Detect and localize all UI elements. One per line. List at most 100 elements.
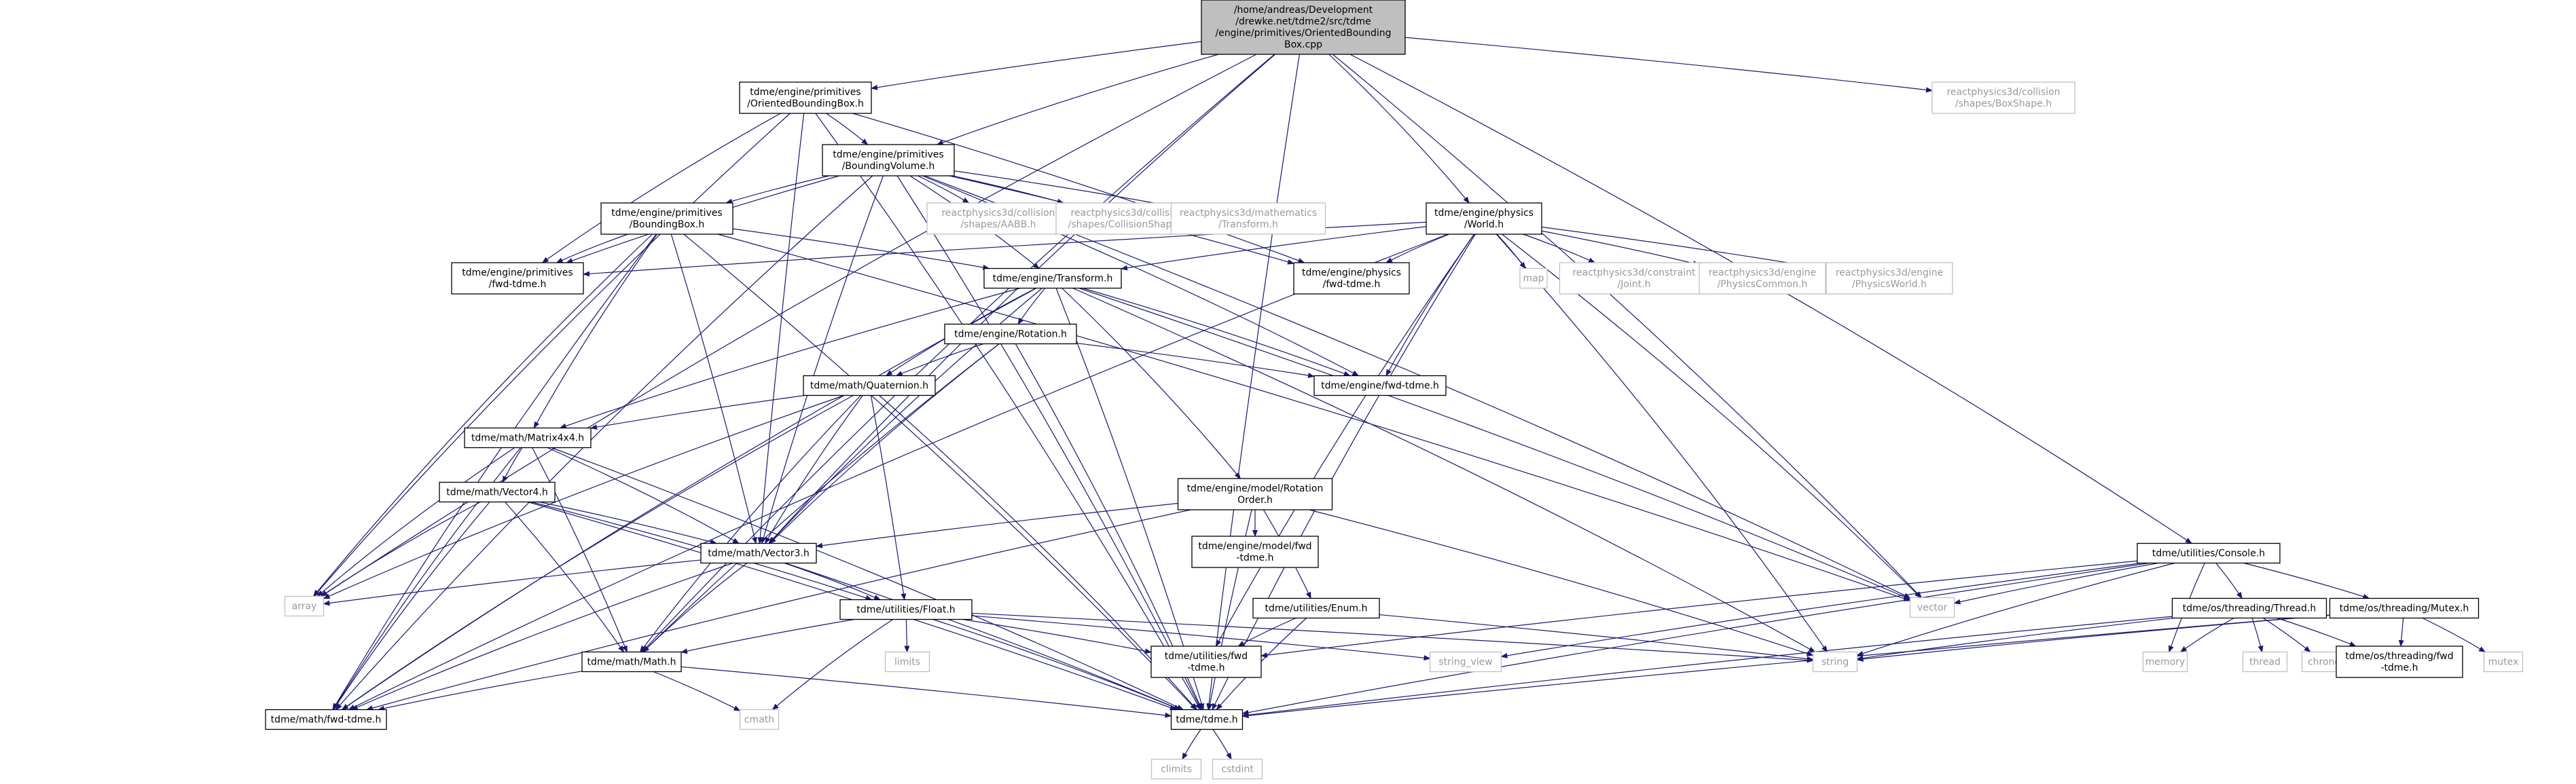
node-model_fwd[interactable]: tdme/engine/model/fwd-tdme.h [1191,536,1319,568]
edge-math_h-to-cmath [653,671,741,711]
node-box [1177,478,1333,510]
edge-obb_h-to-vec3_h [757,113,805,544]
edge-transform_h-to-rotorder_h [1062,288,1241,479]
edge-world_h-to-physcommon [1541,230,1700,266]
node-transform_h[interactable]: tdme/engine/Transform.h [983,267,1122,289]
edge-thread_h-to-string [1856,617,2174,661]
node-console_h[interactable]: tdme/utilities/Console.h [2137,542,2281,564]
edge-float_h-to-math_h [681,618,855,654]
edge-bv_h-to-aabb [918,175,970,204]
edge-rotation_h-to-quat_h [895,343,984,377]
node-label: /home/andreas/Development [1234,5,1373,16]
node-label: tdme/os/threading/Mutex.h [2340,603,2469,614]
node-limits: limits [884,651,930,673]
node-prim_fwd[interactable]: tdme/engine/primitives/fwd-tdme.h [451,262,584,295]
edge-mat4_h-to-vec4_h [502,447,523,483]
node-label: tdme/engine/primitives [833,149,943,160]
node-label: memory [2145,657,2185,668]
node-label: tdme/os/threading/fwd [2345,651,2453,662]
node-phys_fwd[interactable]: tdme/engine/physics/fwd-tdme.h [1293,262,1410,295]
edge-vec3_h-to-tdme_h [784,562,1181,711]
node-label: tdme/engine/Rotation.h [954,329,1067,340]
node-label: reactphysics3d/engine [1709,267,1816,278]
node-math_fwd[interactable]: tdme/math/fwd-tdme.h [265,709,387,730]
node-thread_h[interactable]: tdme/os/threading/Thread.h [2171,597,2327,619]
edge-vec4_h-to-math_h [505,502,625,653]
edge-mat4_h-to-array [316,447,515,597]
node-box [944,323,1077,345]
edge-rotorder_h-to-tdme_h [1207,509,1252,711]
node-label: /Transform.h [1218,219,1278,230]
node-bbox_h[interactable]: tdme/engine/primitives/BoundingBox.h [600,202,733,235]
node-vector: vector [1909,597,1955,618]
edge-float_h-to-limits [904,619,910,653]
node-enum_h[interactable]: tdme/utilities/Enum.h [1252,597,1380,619]
edge-mutex_h-to-mutex [2422,617,2486,653]
edge-world_h-to-util_fwd [1215,234,1475,647]
node-label: climits [1161,764,1192,775]
edge-mat4_h-to-vec3_h [547,447,740,544]
node-label: mutex [2488,657,2519,668]
edge-console_h-to-tdme_h [1241,562,2149,715]
edge-transform_h-to-engine_fwd [1083,287,1351,377]
node-vec3_h[interactable]: tdme/math/Vector3.h [700,542,817,564]
node-joint: reactphysics3d/constraint/Joint.h [1559,262,1709,295]
edge-float_h-to-string_view [971,615,1431,661]
node-rotation_h[interactable]: tdme/engine/Rotation.h [944,323,1077,345]
edge-rotation_h-to-vec3_h [769,343,1000,544]
edge-rotorder_h-to-math_fwd [365,509,1191,711]
node-climits: climits [1150,758,1202,780]
node-box [2483,651,2524,673]
node-label: tdme/os/threading/Thread.h [2183,603,2316,614]
node-label: tdme/math/Vector3.h [708,548,809,559]
edge-quat_h-to-array [323,394,845,599]
edge-bbox_h-to-mat4_h [533,234,657,429]
node-box [884,651,930,673]
node-vec4_h[interactable]: tdme/math/Vector4.h [439,481,556,503]
node-label: reactphysics3d/constraint [1572,267,1696,278]
node-box [265,709,387,730]
node-math_h[interactable]: tdme/math/Math.h [581,651,682,673]
node-box [439,481,556,503]
node-box [1170,709,1244,730]
node-label: /fwd-tdme.h [489,279,547,290]
edge-vec4_h-to-array [320,501,481,597]
node-array: array [284,595,325,617]
edge-world_h-to-engine_fwd [1385,234,1475,377]
edge-transform_h-to-vec3_h [768,288,1042,544]
node-box [803,375,936,396]
node-world_h[interactable]: tdme/engine/physics/World.h [1426,202,1542,235]
edge-world_h-to-phys_fwd [1385,234,1450,263]
node-box [1519,267,1548,289]
node-quat_h[interactable]: tdme/math/Quaternion.h [803,375,936,396]
node-mat4_h[interactable]: tdme/math/Matrix4x4.h [464,427,592,449]
node-string: string [1812,651,1858,673]
node-box [1426,202,1542,235]
node-label: tdme/utilities/Enum.h [1265,603,1368,614]
node-aabb: reactphysics3d/collision/shapes/AABB.h [926,202,1070,235]
edge-bv_h-to-bbox_h [725,175,829,204]
node-util_fwd[interactable]: tdme/utilities/fwd-tdme.h [1150,646,1262,678]
node-label: /BoundingBox.h [630,219,705,230]
node-thread: thread [2242,651,2288,673]
node-label: string_view [1438,657,1492,668]
node-bv_h[interactable]: tdme/engine/primitives/BoundingVolume.h [822,144,955,176]
node-label: tdme/math/Math.h [587,657,676,668]
node-label: tdme/engine/fwd-tdme.h [1321,381,1439,392]
node-thr_fwd[interactable]: tdme/os/threading/fwd-tdme.h [2336,646,2463,678]
edge-float_h-to-string [971,612,1814,663]
edge-console_h-to-thread_h [2215,563,2243,599]
node-root[interactable]: /home/andreas/Development/drewke.net/tdm… [1201,0,1406,55]
node-mutex_h[interactable]: tdme/os/threading/Mutex.h [2329,597,2480,619]
node-obb_h[interactable]: tdme/engine/primitives/OrientedBoundingB… [739,81,872,114]
edge-math_h-to-math_fwd [377,671,583,711]
node-box [464,427,592,449]
node-label: thread [2249,657,2281,668]
node-box [1212,758,1263,780]
node-float_h[interactable]: tdme/utilities/Float.h [839,599,973,620]
edge-tdme_h-to-climits [1182,729,1201,760]
edge-console_h-to-string [1856,562,2175,656]
node-tdme_h[interactable]: tdme/tdme.h [1170,709,1244,730]
node-engine_fwd[interactable]: tdme/engine/fwd-tdme.h [1313,375,1447,396]
